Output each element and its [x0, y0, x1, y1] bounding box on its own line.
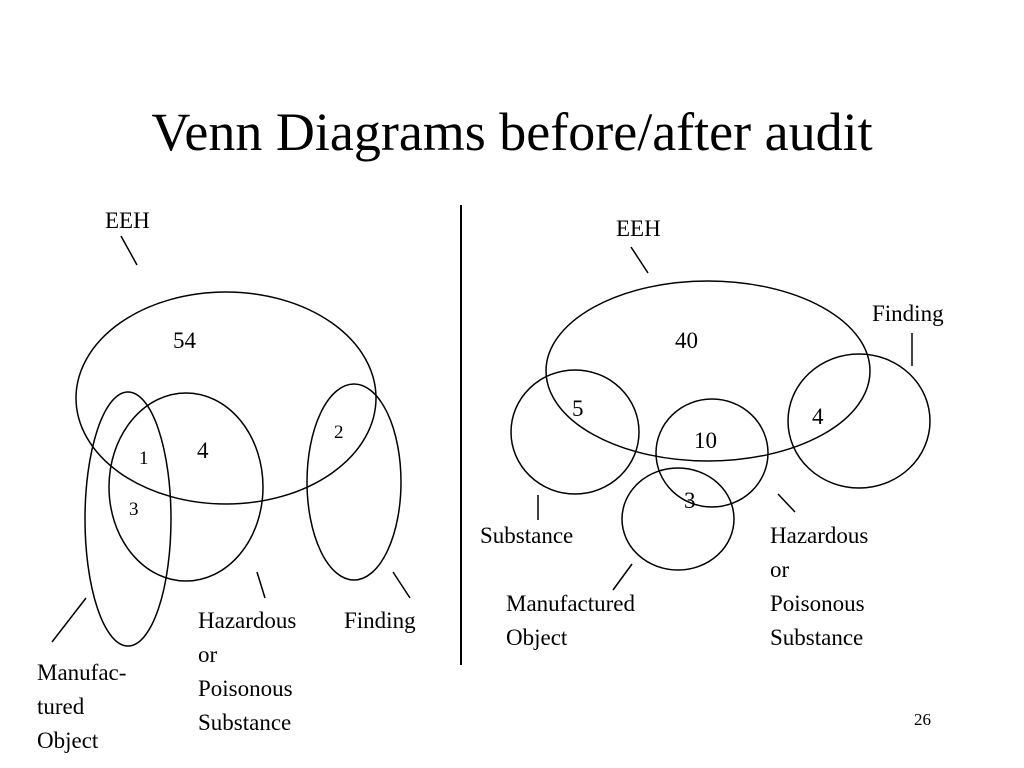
- label-line: or: [198, 642, 218, 667]
- before-manufactured-ellipse: [84, 391, 172, 647]
- before-finding-ellipse: [306, 383, 402, 581]
- after-eeh-ellipse: [545, 280, 871, 462]
- before-count-eeh-manuf-haz: 1: [139, 448, 149, 469]
- after-finding-ellipse: [787, 353, 931, 489]
- after-substance-ellipse: [510, 369, 640, 495]
- slide-title: Venn Diagrams before/after audit: [151, 102, 873, 162]
- after-hazardous-ellipse: [655, 398, 769, 508]
- label-line: Hazardous: [198, 608, 297, 633]
- label-line: Manufac-: [37, 660, 127, 685]
- after-eeh-leader: [630, 246, 649, 274]
- before-finding-label: Finding: [344, 608, 416, 633]
- before-manufactured-leader: [51, 597, 87, 643]
- after-count-eeh-only: 40: [675, 328, 698, 353]
- page-number: 26: [914, 710, 931, 729]
- after-count-eeh-haz: 10: [694, 428, 717, 453]
- after-count-eeh-substance: 5: [572, 396, 584, 421]
- after-count-haz-manuf: 3: [684, 488, 696, 513]
- before-eeh-leader: [120, 235, 138, 266]
- before-eeh-label: EEH: [105, 208, 150, 233]
- after-finding-label: Finding: [872, 301, 944, 326]
- after-count-eeh-finding: 4: [812, 404, 824, 429]
- after-substance-label: Substance: [480, 523, 574, 548]
- after-manufactured-leader: [612, 563, 633, 591]
- label-line: Object: [37, 728, 99, 753]
- before-hazardous-leader: [256, 571, 266, 599]
- label-line: Manufactured: [506, 591, 635, 616]
- before-eeh-ellipse: [75, 291, 377, 505]
- label-line: Hazardous: [770, 523, 869, 548]
- before-count-manuf-haz: 3: [129, 499, 139, 520]
- label-line: Substance: [198, 710, 292, 735]
- label-line: or: [770, 557, 790, 582]
- label-line: Substance: [770, 625, 864, 650]
- label-line: Object: [506, 625, 568, 650]
- before-count-eeh-only: 54: [173, 328, 196, 353]
- after-hazardous-leader: [777, 493, 796, 513]
- after-manufactured-ellipse: [621, 467, 735, 571]
- before-count-eeh-haz: 4: [197, 438, 209, 463]
- label-line: Poisonous: [770, 591, 865, 616]
- label-line: tured: [37, 694, 85, 719]
- before-hazardous-ellipse: [108, 392, 264, 582]
- label-line: Poisonous: [198, 676, 293, 701]
- before-count-eeh-finding: 2: [334, 422, 344, 443]
- vertical-divider: [460, 205, 462, 665]
- before-finding-leader: [392, 571, 411, 599]
- after-eeh-label: EEH: [616, 216, 661, 241]
